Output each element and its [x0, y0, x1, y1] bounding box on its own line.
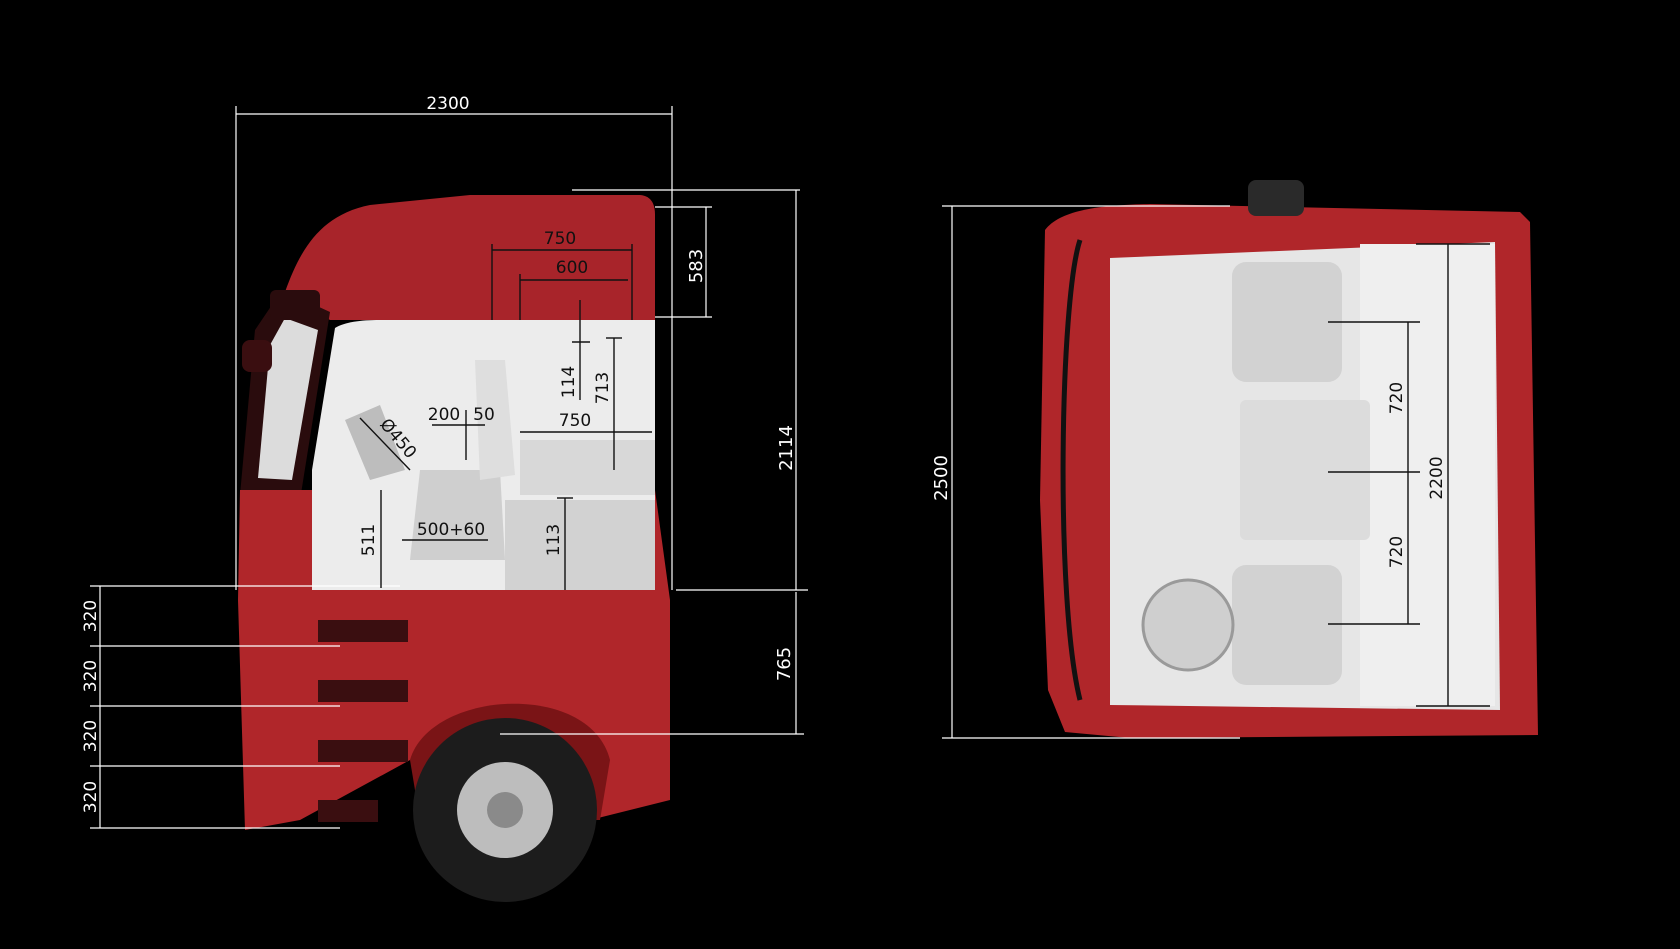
dim-step-1-label: 320	[81, 600, 101, 632]
wheel-hub	[487, 792, 523, 828]
seat-back	[475, 360, 515, 480]
top-windshield-frame	[1060, 239, 1083, 701]
step-2	[318, 680, 408, 702]
side-mirror	[242, 340, 272, 372]
windshield	[258, 318, 318, 480]
dim-top-width-label: 2500	[931, 455, 952, 501]
mirror-arm	[270, 290, 320, 320]
dim-seat-floor-label: 511	[359, 524, 379, 556]
dim-headroom-top-label: 114	[559, 366, 579, 398]
dim-lower-bunk-label: 750	[559, 411, 591, 431]
dim-bunk-inner-label: 600	[556, 258, 588, 278]
dim-top-interior-length-label: 2200	[1427, 456, 1447, 499]
dim-top-seat-lower-label: 720	[1387, 536, 1407, 568]
dim-step-2-label: 320	[81, 660, 101, 692]
dim-seat-adjust-a-label: 200	[428, 405, 460, 425]
top-driver-seat	[1232, 565, 1342, 685]
top-roof-hatch	[1248, 180, 1304, 216]
dim-cab-height-label: 2114	[776, 425, 797, 471]
top-center-console	[1240, 400, 1370, 540]
dim-step-4-label: 320	[81, 781, 101, 813]
dim-roof-height-label: 583	[686, 249, 707, 283]
steering-wheel	[345, 405, 405, 480]
dim-bunk-outer-label: 750	[544, 229, 576, 249]
dim-top-seat-upper-label: 720	[1387, 382, 1407, 414]
dim-step-3-label: 320	[81, 720, 101, 752]
top-dimensions: 2500 2200 720 720	[931, 205, 1490, 739]
side-view	[238, 195, 670, 902]
upper-bunk	[520, 440, 655, 495]
top-view	[1040, 180, 1538, 738]
top-steering-wheel	[1141, 578, 1235, 672]
dim-seat-depth-label: 500+60	[417, 520, 485, 540]
dim-overall-width-label: 2300	[426, 94, 469, 114]
step-3	[318, 740, 408, 762]
dim-seat-adjust-b-label: 50	[473, 405, 495, 425]
driver-seat	[410, 470, 505, 560]
step-4	[318, 800, 378, 822]
top-passenger-seat	[1232, 262, 1342, 382]
top-bunk-area	[1360, 244, 1495, 706]
dim-headroom-bunk-label: 713	[593, 372, 613, 404]
cab-roof	[285, 195, 655, 320]
lower-bunk	[505, 500, 655, 590]
dim-bunk-floor-label: 113	[544, 524, 564, 556]
step-1	[318, 620, 408, 642]
dim-floor-height-label: 765	[774, 647, 795, 681]
